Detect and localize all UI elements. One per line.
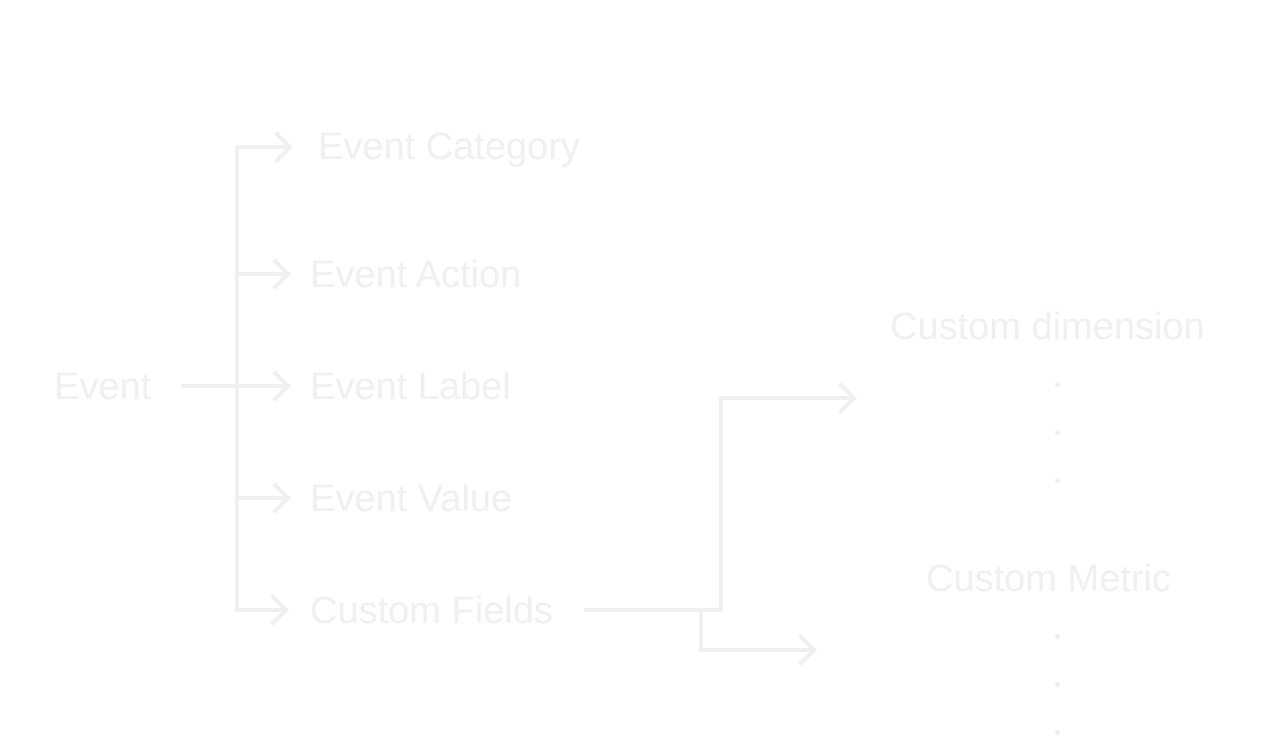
dot xyxy=(1054,382,1060,387)
dot xyxy=(1054,430,1060,435)
event-label-label: Event Label xyxy=(310,366,511,408)
dot xyxy=(1054,682,1060,687)
arrowhead-event-value xyxy=(272,482,291,514)
arrowhead-custom-metric xyxy=(798,634,817,666)
event-value-label: Event Value xyxy=(310,478,513,520)
dot xyxy=(1054,730,1060,735)
custom-dimension-label: Custom dimension xyxy=(890,306,1205,348)
branch-custom-metric xyxy=(699,608,816,652)
arrowhead-custom-fields xyxy=(270,594,289,626)
event-action-label: Event Action xyxy=(310,254,522,296)
arrowhead-event-action xyxy=(272,258,291,290)
custom-dimension-continuation-dots xyxy=(1052,382,1062,526)
branch-custom-dimension xyxy=(719,396,856,612)
dot xyxy=(1054,634,1060,639)
event-category-label: Event Category xyxy=(318,126,580,168)
custom-fields-label: Custom Fields xyxy=(310,590,553,632)
dot xyxy=(1054,478,1060,483)
arrowhead-event-label xyxy=(272,370,291,402)
root-event-label: Event xyxy=(54,366,152,408)
arrowhead-custom-dimension xyxy=(838,382,857,414)
custom-metric-label: Custom Metric xyxy=(926,558,1171,600)
custom-metric-continuation-dots xyxy=(1052,634,1062,748)
arrowhead-event-category xyxy=(274,131,293,163)
